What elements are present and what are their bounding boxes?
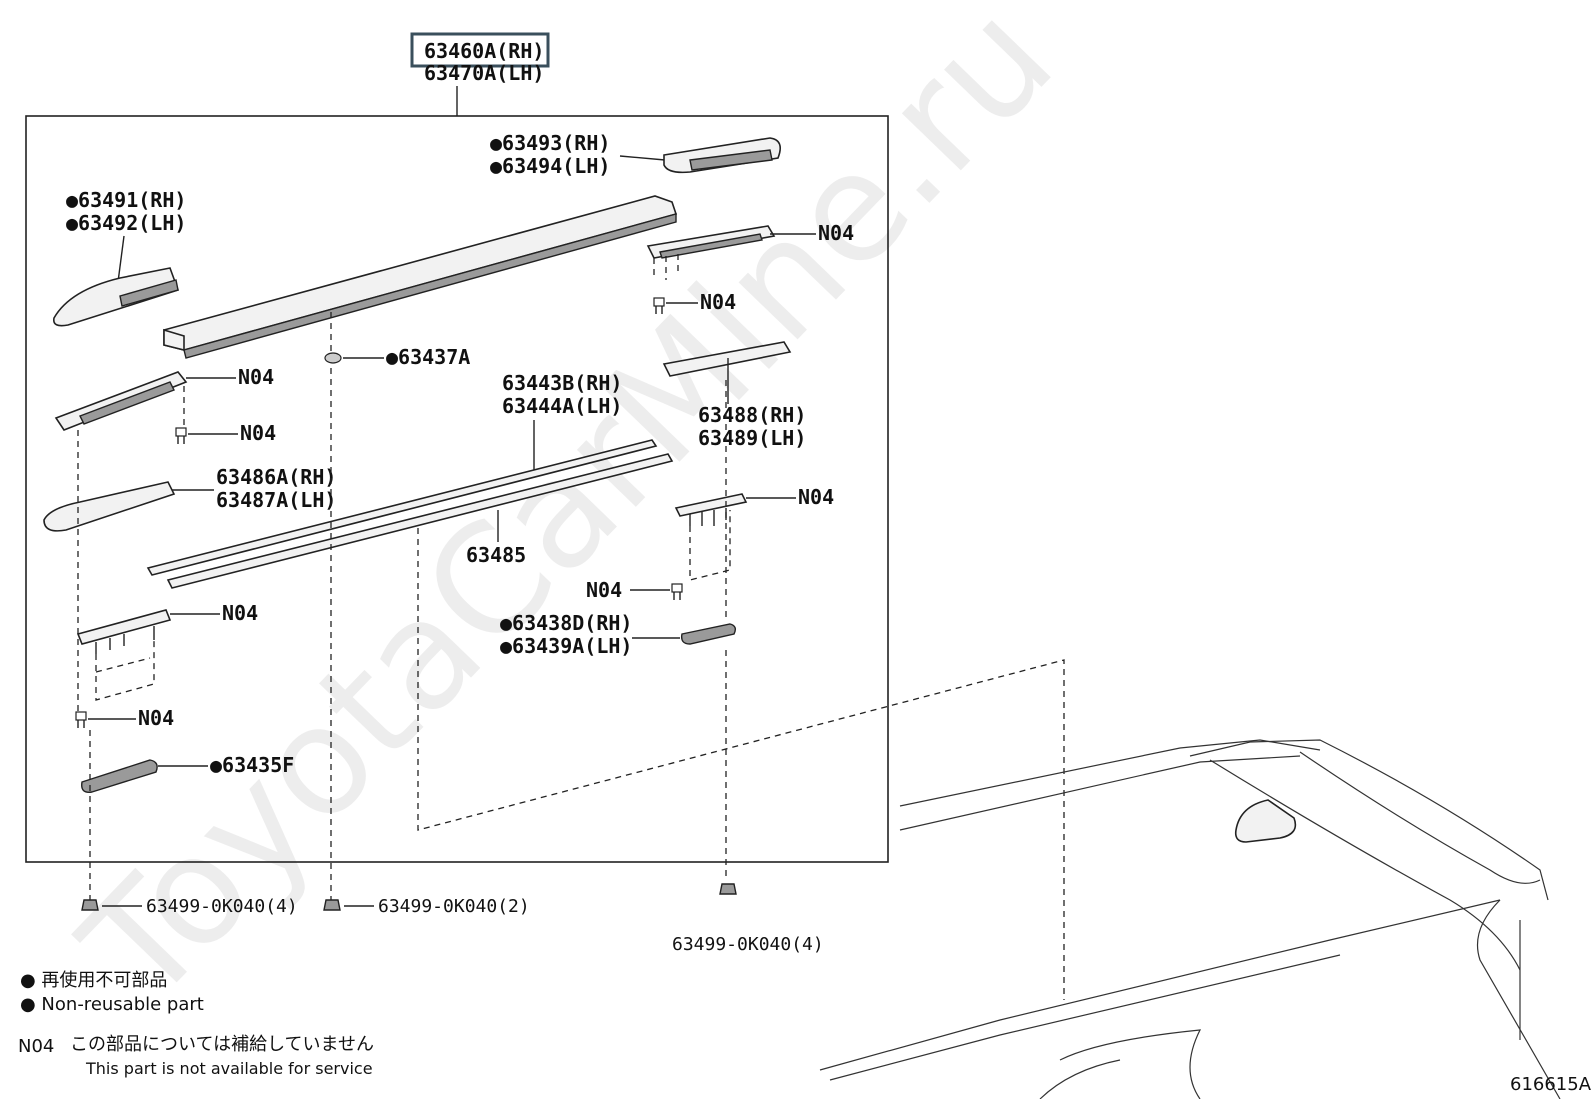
legend-n04-jp: この部品については補給していません [70,1034,374,1055]
label-63492[interactable]: ●63492(LH) [66,211,186,235]
vehicle-roof-outline [819,739,1561,1099]
label-clip-right[interactable]: 63499-0K040(4) [672,934,824,955]
bracket-front-upper [54,371,188,431]
label-63494[interactable]: ●63494(LH) [490,154,610,178]
label-n04-5[interactable]: N04 [798,485,834,509]
plate-63486a [43,481,176,532]
pad-63438d [680,623,737,645]
clip-mid [323,899,341,911]
label-63437a[interactable]: ●63437A [386,345,470,369]
legend-n04-code: N04 [18,1036,54,1057]
label-n04-7[interactable]: N04 [222,601,258,625]
clip-right [719,883,737,895]
screw-front-lower [75,711,87,728]
label-n04-6[interactable]: N04 [586,578,622,602]
assembly-frame [25,115,889,863]
label-63489[interactable]: 63489(LH) [698,426,806,450]
assembly-label-lh: 63470A(LH) [424,61,544,85]
label-63493[interactable]: ●63493(RH) [490,131,610,155]
assembly-highlight-box[interactable] [410,32,550,68]
label-n04-3[interactable]: N04 [238,365,274,389]
label-n04-2[interactable]: N04 [700,290,736,314]
label-63443b[interactable]: 63443B(RH) [502,371,622,395]
label-63488[interactable]: 63488(RH) [698,403,806,427]
label-63439a[interactable]: ●63439A(LH) [500,634,632,658]
label-63444a[interactable]: 63444A(LH) [502,394,622,418]
assembly-label-rh[interactable]: 63460A(RH) [424,39,544,63]
label-63435f[interactable]: ●63435F [210,753,294,777]
legend-nonreusable-en: ● Non-reusable part [20,994,204,1015]
label-63487a[interactable]: 63487A(LH) [216,488,336,512]
end-cover-front [52,267,180,327]
plate-63488 [662,341,792,377]
legend-n04-en: This part is not available for service [85,1059,373,1078]
pad-63435f [81,759,158,793]
bracket-front-lower [76,609,172,654]
bracket-rear-lower [674,493,748,526]
label-63491[interactable]: ●63491(RH) [66,188,186,212]
label-n04-1[interactable]: N04 [818,221,854,245]
label-n04-8[interactable]: N04 [138,706,174,730]
label-n04-4[interactable]: N04 [240,421,276,445]
label-63486a[interactable]: 63486A(RH) [216,465,336,489]
roof-rail [163,195,678,359]
moulding-63443b [146,439,658,576]
screw-front-upper [175,427,187,444]
screw-rear-lower [671,583,683,600]
screw-rear-upper [653,297,665,314]
legend-nonreusable-jp: ● 再使用不可部品 [20,970,167,991]
moulding-63485 [166,453,674,589]
clip-left [81,899,99,911]
label-clip-left[interactable]: 63499-0K040(4) [146,896,298,917]
label-clip-mid[interactable]: 63499-0K040(2) [378,896,530,917]
label-63438d[interactable]: ●63438D(RH) [500,611,632,635]
bracket-rear-upper [646,225,776,259]
end-cover-rear [663,137,781,174]
figure-id: 616615A [1510,1074,1592,1095]
label-63485[interactable]: 63485 [466,543,526,567]
clip-63437a [324,352,342,364]
